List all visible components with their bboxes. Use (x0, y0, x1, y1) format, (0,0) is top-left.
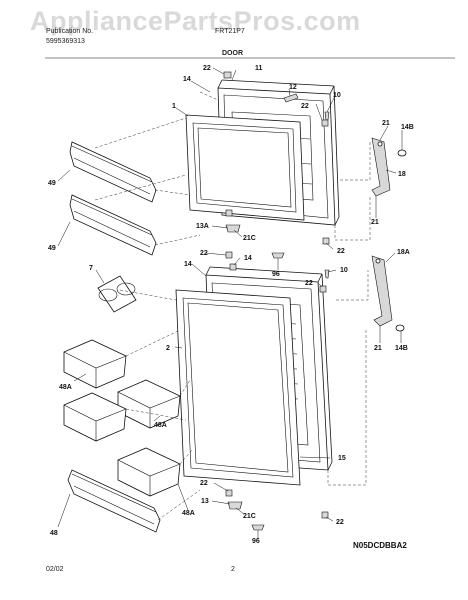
callout-15: 15 (338, 455, 346, 462)
callout-1: 1 (172, 103, 176, 110)
door-bin-48a-bottom-right (117, 447, 181, 497)
fresh-food-door-gasket (175, 289, 301, 486)
footer-page-number: 2 (231, 566, 235, 573)
callout-7: 7 (89, 265, 93, 272)
callout-96: 96 (252, 538, 260, 545)
callout-21c: 21C (243, 513, 256, 520)
publication-number: 5995369313 (46, 38, 85, 45)
callout-21: 21 (382, 120, 390, 127)
callout-18a: 18A (397, 249, 410, 256)
callout-48a: 48A (182, 510, 195, 517)
door-bin-48a-top (63, 339, 127, 389)
callout-21c: 21C (243, 235, 256, 242)
screw-22-lower-top (225, 251, 233, 259)
top-hinge-bracket (371, 137, 391, 197)
watermark: AppliancePartsPros.com (30, 6, 361, 36)
callout-2: 2 (166, 345, 170, 352)
callout-22: 22 (200, 250, 208, 257)
leader-lines (57, 67, 403, 538)
callout-21: 21 (374, 345, 382, 352)
cam-13 (227, 501, 243, 510)
callout-21: 21 (371, 219, 379, 226)
callout-22: 22 (305, 280, 313, 287)
door-stop-12 (283, 93, 299, 103)
callout-49: 49 (48, 180, 56, 187)
screw-22-lower-bottom (225, 489, 233, 497)
hinge-bushing-14b-top (397, 149, 407, 157)
callout-14: 14 (184, 261, 192, 268)
freezer-shelf-lower (69, 194, 157, 256)
callout-22: 22 (337, 248, 345, 255)
callout-22: 22 (336, 519, 344, 526)
screw-22-mid (225, 209, 233, 217)
door-shelf-48-bottom (67, 469, 161, 533)
callout-13: 13 (201, 498, 209, 505)
callout-13a: 13A (196, 223, 209, 230)
screw-10-lower (324, 269, 330, 279)
model-number: FRT21P7 (215, 28, 245, 35)
callout-48a: 48A (154, 422, 167, 429)
plug-96-upper (271, 252, 285, 259)
callout-11: 11 (255, 65, 263, 72)
center-hinge-bracket (371, 255, 393, 327)
plug-96-lower (251, 524, 265, 531)
callout-48: 48 (50, 530, 58, 537)
hinge-bushing-14b-bottom (395, 324, 405, 332)
callout-49: 49 (48, 245, 56, 252)
figure-code: N05DCDBBA2 (353, 541, 407, 550)
callout-18: 18 (398, 171, 406, 178)
cam-13a (225, 224, 241, 233)
screw-22-lower-hinge (321, 511, 329, 519)
callout-14b: 14B (401, 124, 414, 131)
callout-14b: 14B (395, 345, 408, 352)
callout-96: 96 (272, 271, 280, 278)
screw-10-upper (324, 111, 330, 121)
screw-14-lower (229, 263, 237, 271)
screw-22-bottom-hinge (322, 237, 330, 245)
callout-48a: 48A (59, 384, 72, 391)
callout-10: 10 (340, 267, 348, 274)
callout-14: 14 (244, 255, 252, 262)
door-bin-48a-middle-right (117, 379, 181, 429)
callout-10: 10 (333, 92, 341, 99)
handle-screw-22a (223, 71, 232, 79)
publication-label: Publication No. (46, 28, 94, 35)
screw-22-lower-right (319, 285, 327, 293)
callout-14: 14 (183, 76, 191, 83)
callout-12: 12 (289, 84, 297, 91)
callout-22: 22 (203, 65, 211, 72)
dairy-compartment-7 (97, 275, 137, 313)
freezer-shelf-upper (69, 141, 157, 203)
section-title: DOOR (222, 50, 243, 57)
footer-date: 02/02 (46, 566, 64, 573)
door-bin-48a-middle-left (63, 392, 127, 442)
freezer-door-gasket (185, 114, 305, 221)
callout-22: 22 (200, 480, 208, 487)
screw-22-upper-right (321, 119, 329, 127)
callout-22: 22 (301, 103, 309, 110)
callout-labels: 22 11 14 12 10 22 1 21 14B 18 49 21 13A … (48, 65, 414, 545)
